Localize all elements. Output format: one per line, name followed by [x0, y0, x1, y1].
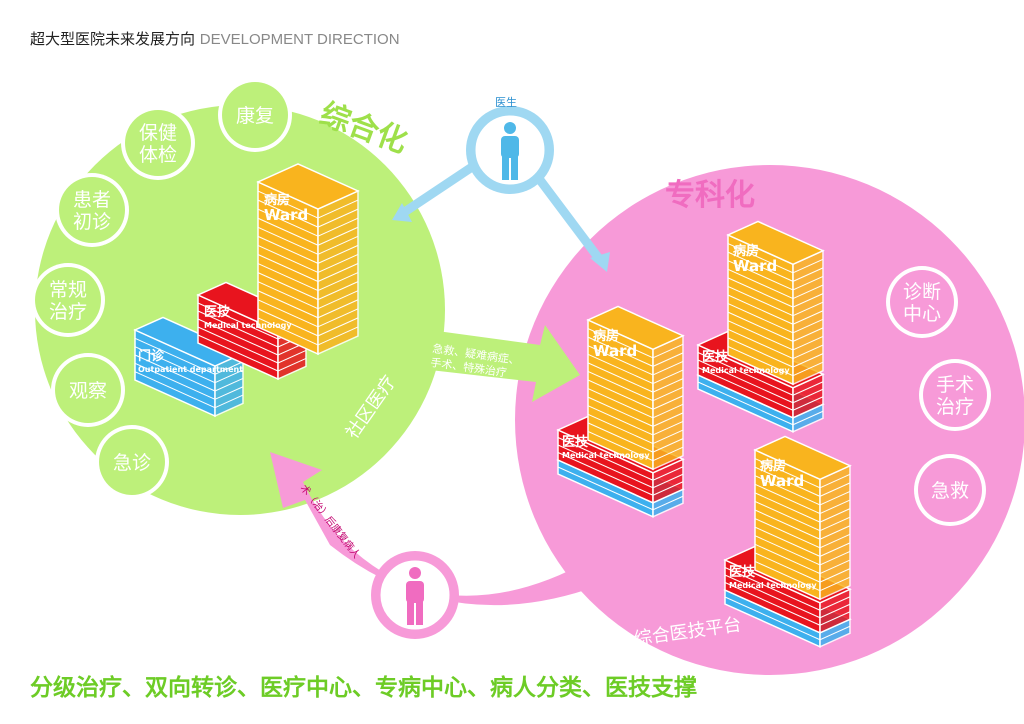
person-icon: [406, 581, 424, 603]
building-label-cn: 医技: [729, 564, 756, 580]
building-label-en: Medical technology: [562, 451, 650, 460]
building-label-cn: 医技: [204, 304, 231, 320]
left-ward: [256, 163, 360, 356]
satellite-label: 观察: [69, 380, 107, 402]
satellite-label: 诊断: [903, 281, 941, 303]
arrow-to-specialized: [430, 325, 580, 402]
satellite-label: 初诊: [73, 211, 111, 233]
doctor-link-right: [536, 177, 604, 263]
building-label-en: Ward: [264, 206, 308, 224]
building-label-cn: 病房: [593, 328, 619, 344]
building-label-en: Ward: [593, 342, 637, 360]
satellite-label: 中心: [903, 303, 941, 325]
arrow-head-icon: [590, 252, 610, 272]
right-a-ward: [586, 305, 685, 471]
satellite-label: 常规: [49, 279, 87, 301]
specialized-heading: 专科化: [665, 178, 755, 213]
bottom-summary: 分级治疗、双向转诊、医疗中心、专病中心、病人分类、医技支撑: [30, 674, 697, 701]
satellite-label: 手术: [936, 374, 974, 396]
right-b-ward: [726, 220, 825, 386]
building-label-en: Outpatient department: [138, 365, 243, 374]
patient-icon: [371, 551, 459, 639]
satellite-label: 急诊: [113, 452, 151, 474]
person-icon: [501, 136, 519, 158]
building-label-cn: 医技: [702, 349, 729, 365]
satellite-label: 体检: [139, 144, 177, 166]
satellite-label: 保健: [139, 122, 177, 144]
title-en: DEVELOPMENT DIRECTION: [199, 31, 400, 48]
building-label-cn: 病房: [733, 243, 759, 259]
doctor-icon: [466, 106, 554, 194]
arrow-head-icon: [392, 203, 412, 222]
arrow-back-to-general: [270, 452, 600, 606]
building-label-en: Medical technology: [729, 581, 817, 590]
satellite-label: 治疗: [49, 301, 87, 323]
building-label-cn: 病房: [760, 458, 786, 474]
right-c-ward: [753, 435, 852, 601]
satellite-left-5: 急诊: [95, 425, 169, 499]
satellite-label: 患者: [73, 189, 111, 211]
satellite-label: 康复: [236, 105, 274, 127]
building-label-en: Medical technology: [702, 366, 790, 375]
building-label-en: Medical technology: [204, 321, 292, 330]
satellite-label: 治疗: [936, 396, 974, 418]
doctor-link-left: [397, 161, 478, 219]
satellite-right-2: 急救: [914, 454, 986, 526]
satellite-left-4: 观察: [51, 353, 125, 427]
doctor-label: 医生: [495, 95, 517, 109]
satellite-left-0: 康复: [218, 78, 292, 152]
building-label-cn: 门诊: [138, 348, 165, 364]
building-label-en: Ward: [760, 472, 804, 490]
building-label-en: Ward: [733, 257, 777, 275]
satellite-label: 急救: [931, 480, 969, 502]
title-cn: 超大型医院未来发展方向: [30, 30, 196, 48]
building-label-cn: 病房: [264, 192, 290, 208]
page-title: 超大型医院未来发展方向 DEVELOPMENT DIRECTION: [30, 28, 400, 49]
building-label-cn: 医技: [562, 434, 589, 450]
